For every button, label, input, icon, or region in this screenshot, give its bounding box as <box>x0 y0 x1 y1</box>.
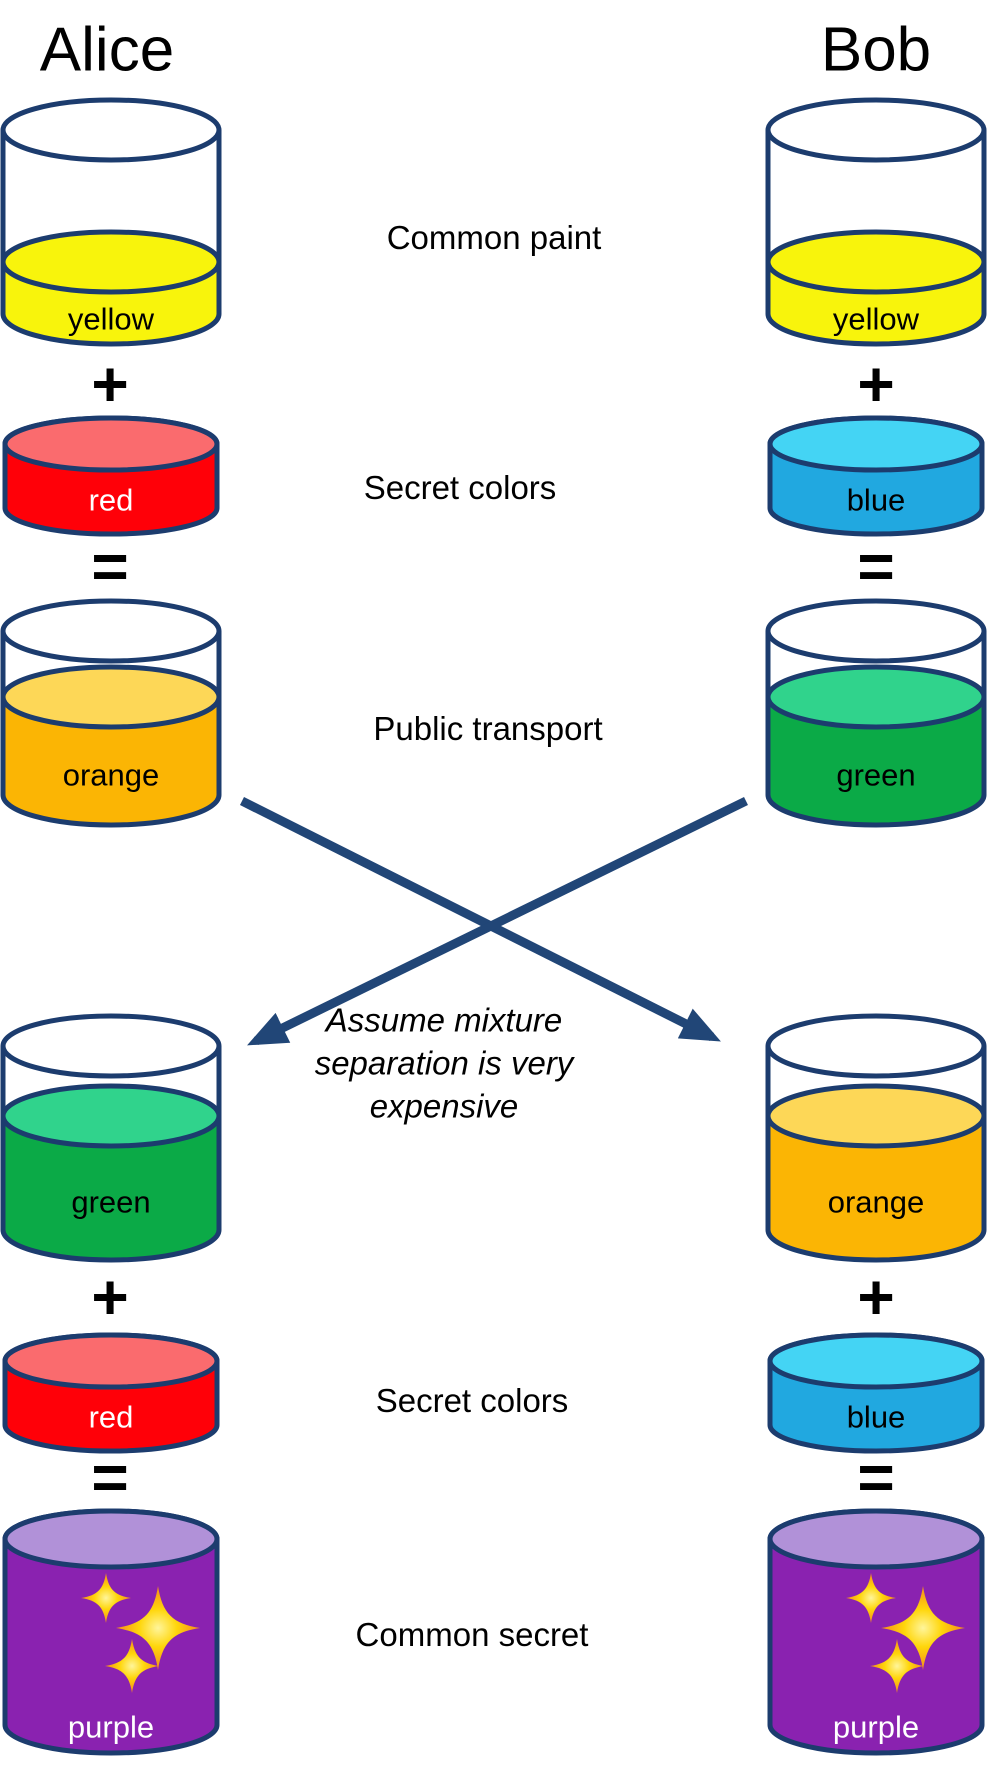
common-secret-label: Common secret <box>355 1616 589 1653</box>
liquid-surface <box>765 229 987 295</box>
sparkle-icon <box>81 1573 131 1623</box>
liquid-surface <box>0 1083 222 1149</box>
cup-opening <box>765 97 987 163</box>
cylinder-top <box>2 1508 220 1570</box>
liquid-body <box>3 1116 219 1260</box>
cup-outline <box>0 1046 222 1263</box>
sparkle-icon <box>870 1639 924 1693</box>
vessel-label: green <box>71 1185 150 1220</box>
sparkle-icon <box>881 1586 965 1670</box>
alice-yellow-cup: yellow <box>0 97 222 347</box>
public-transport-label: Public transport <box>373 710 603 747</box>
cup-outline <box>765 1046 987 1263</box>
alice-equals-operator-1: = <box>91 530 129 602</box>
alice-equals-operator-2: = <box>91 1441 129 1513</box>
vessel-label: yellow <box>833 302 920 337</box>
liquid-body <box>768 697 984 825</box>
bob-blue-disc: blue <box>767 415 985 537</box>
bob-column-title: Bob <box>820 15 932 85</box>
cup-opening <box>765 598 987 664</box>
cup-opening <box>0 598 222 664</box>
liquid-surface <box>765 664 987 730</box>
bob-blue-disc-2: blue <box>767 1332 985 1454</box>
bob-purple-cylinder: purple <box>767 1508 985 1756</box>
alice-red-disc: red <box>2 415 220 537</box>
sparkle-icon <box>105 1639 159 1693</box>
vessel-label: green <box>836 758 915 793</box>
liquid-surface <box>0 664 222 730</box>
secret-colors-label-top: Secret colors <box>363 469 557 506</box>
alice-plus-operator-1: + <box>91 348 129 420</box>
cylinder-top <box>2 1332 220 1390</box>
secret-colors-label-bottom: Secret colors <box>375 1382 569 1419</box>
bob-orange-cup: orange <box>765 1013 987 1263</box>
sparkle-icon <box>116 1586 200 1670</box>
cup-opening <box>0 1013 222 1079</box>
vessel-label: red <box>89 483 134 518</box>
vessel-label: red <box>89 1400 134 1435</box>
mixture-separation-note: Assume mixture separation is very expens… <box>315 999 574 1128</box>
note-line-3: expensive <box>369 1087 519 1125</box>
vessel-label: orange <box>828 1185 925 1220</box>
vessel-label: purple <box>833 1710 919 1745</box>
cup-outline <box>765 631 987 828</box>
cup-outline <box>0 130 222 347</box>
liquid-body <box>768 1116 984 1260</box>
common-paint-label: Common paint <box>386 219 602 256</box>
cup-opening <box>0 97 222 163</box>
sparkle-icon <box>846 1573 896 1623</box>
bob-yellow-cup: yellow <box>765 97 987 347</box>
cylinder-top <box>767 1332 985 1390</box>
cup-outline <box>765 130 987 347</box>
bob-plus-operator-1: + <box>857 348 895 420</box>
vessel-label: yellow <box>68 302 155 337</box>
cup-opening <box>765 1013 987 1079</box>
note-line-1: Assume mixture <box>325 1001 563 1039</box>
alice-green-cup: green <box>0 1013 222 1263</box>
bob-green-cup: green <box>765 598 987 828</box>
alice-purple-cylinder: purple <box>2 1508 220 1756</box>
alice-orange-cup: orange <box>0 598 222 828</box>
liquid-surface <box>765 1083 987 1149</box>
liquid-surface <box>0 229 222 295</box>
vessel-label: blue <box>847 1400 906 1435</box>
note-line-2: separation is very <box>314 1044 574 1082</box>
cylinder-top <box>767 1508 985 1570</box>
liquid-body <box>3 697 219 825</box>
vessel-label: orange <box>63 758 160 793</box>
bob-plus-operator-2: + <box>857 1261 895 1333</box>
alice-column-title: Alice <box>39 15 175 85</box>
bob-equals-operator-1: = <box>857 530 895 602</box>
vessel-label: blue <box>847 483 906 518</box>
vessel-label: purple <box>68 1710 154 1745</box>
alice-plus-operator-2: + <box>91 1261 129 1333</box>
cup-outline <box>0 631 222 828</box>
cylinder-top <box>2 415 220 473</box>
bob-equals-operator-2: = <box>857 1441 895 1513</box>
cylinder-top <box>767 415 985 473</box>
alice-red-disc-2: red <box>2 1332 220 1454</box>
